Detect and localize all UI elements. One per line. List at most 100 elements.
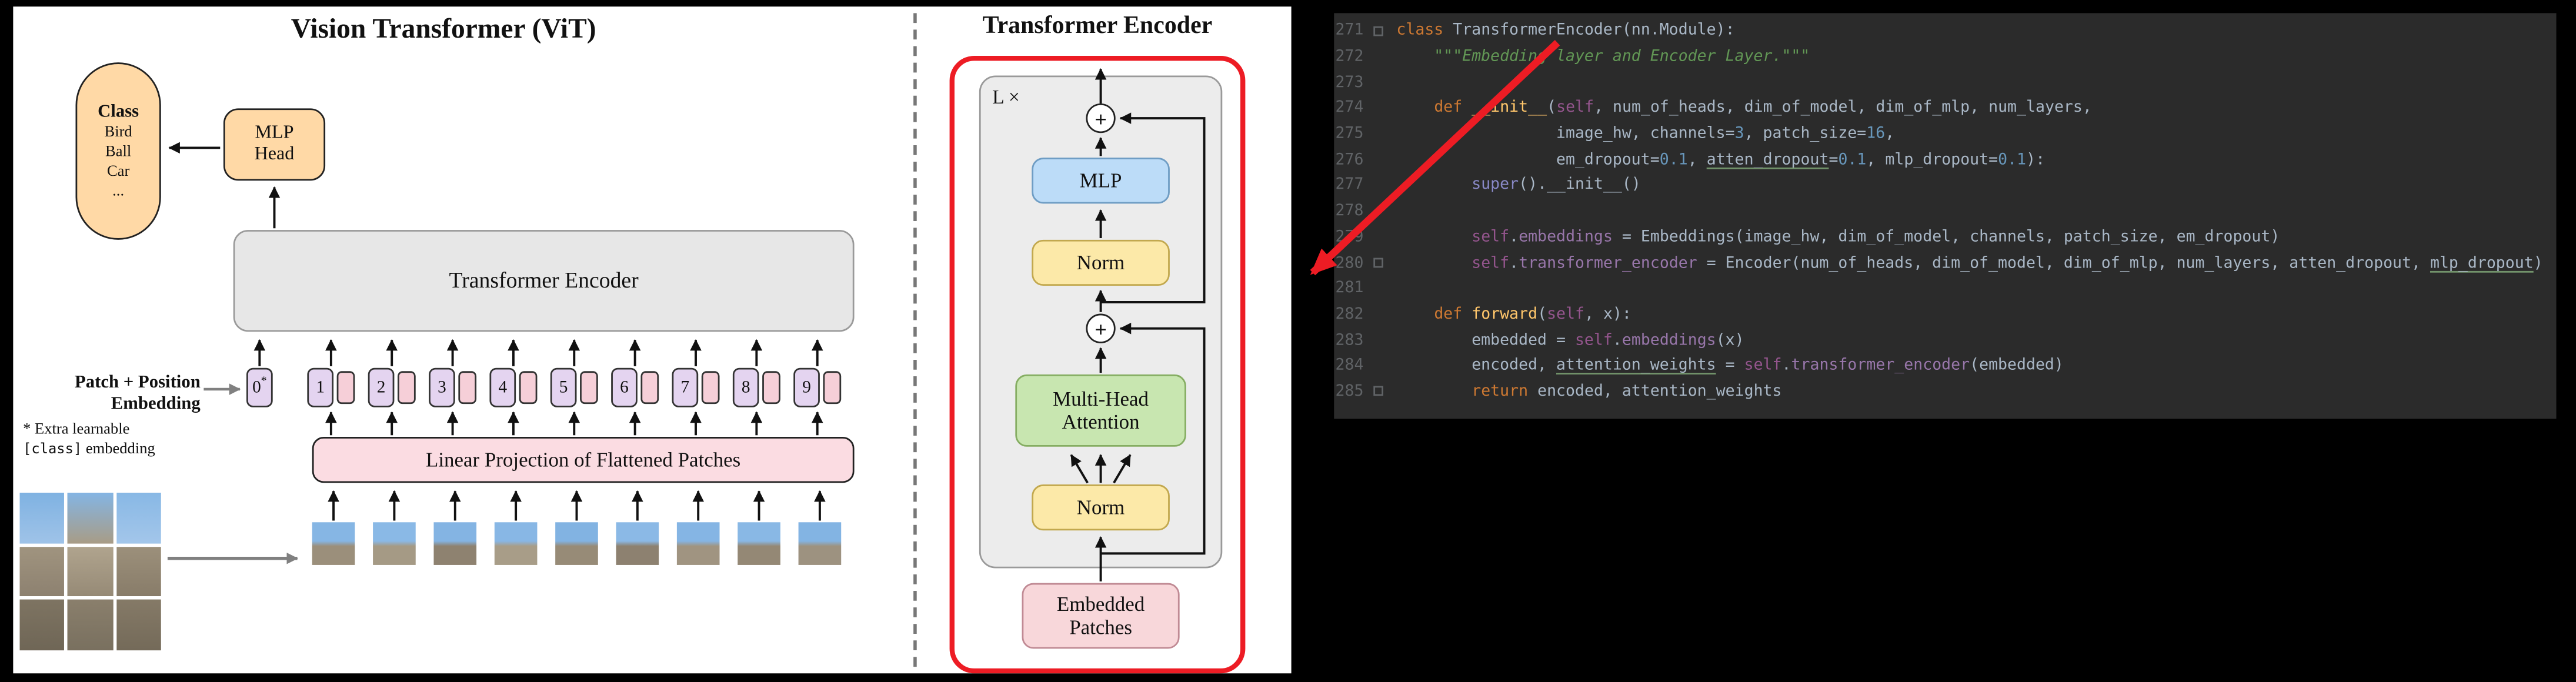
code-segment: encoded, attention_weights	[1537, 382, 1782, 401]
code-segment: (embedded)	[1970, 356, 2064, 375]
fold-marker-icon[interactable]	[1373, 258, 1390, 268]
code-line[interactable]: 281	[1334, 276, 2556, 302]
residual-add-bottom: +	[1086, 313, 1116, 343]
input-image-cell	[116, 493, 161, 543]
norm-block-bottom: Norm	[1032, 484, 1170, 531]
code-segment: self	[1471, 253, 1510, 272]
code-segment: self	[1556, 99, 1594, 118]
code-line[interactable]: 274 def __init__(self, num_of_heads, dim…	[1334, 95, 2556, 121]
code-text: return encoded, attention_weights	[1396, 383, 1781, 401]
patch-embedding	[458, 371, 477, 404]
mha-line2: Attention	[1062, 410, 1140, 434]
code-line[interactable]: 277 super().__init__()	[1334, 173, 2556, 199]
code-line[interactable]: 272 """Embedding layer and Encoder Layer…	[1334, 44, 2556, 70]
code-line[interactable]: 282 def forward(self, x):	[1334, 302, 2556, 327]
code-segment: self	[1744, 356, 1782, 375]
code-line[interactable]: 273	[1334, 69, 2556, 95]
patch-position-embedding-label: Patch + Position Embedding	[4, 373, 201, 414]
fold-marker-icon[interactable]	[1373, 26, 1390, 36]
code-segment	[1396, 383, 1471, 401]
code-line[interactable]: 280 self.transformer_encoder = Encoder(n…	[1334, 250, 2556, 276]
mlp-block: MLP	[1032, 158, 1170, 204]
line-number: 285	[1335, 382, 1364, 401]
code-line[interactable]: 285 return encoded, attention_weights	[1334, 379, 2556, 404]
patch-embedding	[336, 371, 355, 404]
norm-block-top: Norm	[1032, 239, 1170, 286]
token-group: 8	[732, 367, 780, 407]
code-segment: embedded =	[1396, 331, 1575, 349]
code-segment: (	[1547, 99, 1557, 118]
code-segment	[1396, 176, 1471, 195]
token-group: 1	[307, 367, 355, 407]
code-segment: .	[1509, 228, 1519, 246]
code-text: def forward(self, x):	[1396, 305, 1631, 323]
ppe-label-line1: Patch + Position	[74, 373, 201, 393]
code-segment	[1396, 99, 1434, 118]
encoder-detail-title: Transformer Encoder	[982, 13, 1213, 40]
residual-add-top: +	[1086, 103, 1116, 133]
code-text: class TransformerEncoder(nn.Module):	[1396, 22, 1734, 40]
position-token: 0*	[246, 367, 273, 407]
code-segment: 0.1	[1838, 151, 1867, 169]
line-number: 283	[1335, 331, 1364, 349]
patch-embedding	[823, 371, 842, 404]
input-image-cell	[19, 493, 65, 543]
code-segment: ,	[1687, 151, 1707, 169]
panel-divider	[913, 13, 917, 667]
code-segment: embeddings	[1519, 228, 1613, 246]
code-segment: 16	[1866, 125, 1886, 143]
code-segment: .	[1781, 356, 1791, 375]
code-segment: em_dropout=	[1396, 151, 1660, 169]
code-segment: super	[1471, 176, 1519, 195]
extra-note-line1: * Extra learnable	[23, 422, 130, 439]
code-text: def __init__(self, num_of_heads, dim_of_…	[1396, 99, 2092, 118]
image-patch	[555, 522, 598, 565]
code-line[interactable]: 283 embedded = self.embeddings(x)	[1334, 327, 2556, 353]
position-token: 1	[307, 367, 334, 407]
token-group: 7	[672, 367, 720, 407]
code-line[interactable]: 284 encoded, attention_weights = self.tr…	[1334, 353, 2556, 379]
code-segment: self	[1547, 305, 1585, 324]
code-line[interactable]: 278	[1334, 198, 2556, 224]
input-image-cell	[19, 600, 65, 651]
input-image-cell	[68, 600, 113, 651]
code-segment: self	[1574, 331, 1613, 349]
token-group: 6	[611, 367, 659, 407]
code-segment: .	[1509, 253, 1519, 272]
encoder-highlight-box	[949, 55, 1246, 674]
input-image-cell	[68, 546, 113, 597]
image-patch	[373, 522, 416, 565]
patch-embedding	[701, 371, 720, 404]
code-line[interactable]: 276 em_dropout=0.1, atten_dropout=0.1, m…	[1334, 147, 2556, 173]
token-number: 5	[559, 378, 568, 397]
line-number: 280	[1335, 253, 1364, 272]
ppe-label-line2: Embedding	[111, 393, 201, 413]
code-line[interactable]: 279 self.embeddings = Embeddings(image_h…	[1334, 224, 2556, 250]
line-number: 282	[1335, 305, 1364, 324]
token-group: 0*	[246, 367, 273, 407]
code-segment: mlp_dropout	[2430, 253, 2534, 272]
line-number: 272	[1335, 48, 1364, 66]
token-number: 4	[498, 378, 508, 397]
extra-note-line2: [class] embedding	[23, 441, 155, 460]
extra-note-line2-rest: embedding	[82, 441, 155, 457]
code-line[interactable]: 275 image_hw, channels=3, patch_size=16,	[1334, 121, 2556, 147]
code-segment: return	[1471, 382, 1538, 401]
image-patch	[494, 522, 538, 565]
patch-embedding	[398, 371, 416, 404]
code-segment: attention_weights	[1556, 356, 1716, 375]
code-segment: )	[2533, 253, 2543, 272]
position-token: 2	[368, 367, 395, 407]
fold-marker-icon[interactable]	[1373, 386, 1390, 397]
image-patch	[312, 522, 355, 565]
code-text: em_dropout=0.1, atten_dropout=0.1, mlp_d…	[1396, 151, 2045, 169]
position-token: 8	[732, 367, 759, 407]
code-text: image_hw, channels=3, patch_size=16,	[1396, 125, 1894, 143]
image-patch	[676, 522, 720, 565]
position-token: 6	[611, 367, 638, 407]
extra-learnable-note: * Extra learnable [class] embedding	[23, 422, 155, 460]
code-segment: 3	[1734, 125, 1744, 143]
